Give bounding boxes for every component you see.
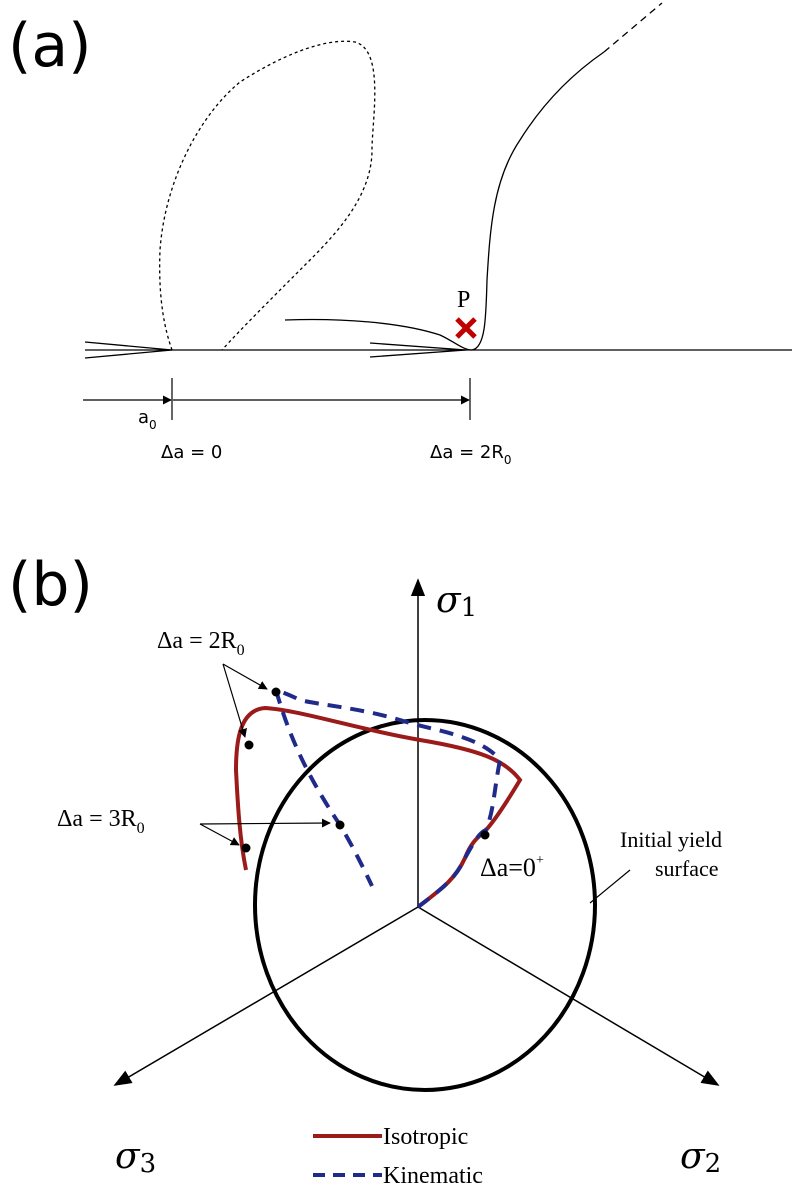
axis-sigma3-label: σ3 bbox=[115, 1136, 156, 1179]
da2-arrow-isotropic bbox=[222, 663, 247, 738]
da2-annotation: Δa = 2R0 bbox=[157, 628, 245, 659]
legend: Isotropic Kinematic bbox=[313, 1124, 483, 1189]
cross-stroke bbox=[455, 317, 477, 339]
kinematic-point-da3 bbox=[335, 820, 345, 830]
da3-annotation: Δa = 3R0 bbox=[57, 806, 145, 837]
point-da0plus bbox=[480, 830, 490, 840]
da3-arrow-kinematic bbox=[199, 818, 331, 828]
isotropic-point-da2 bbox=[244, 740, 254, 750]
axis-sigma1-label: σ1 bbox=[436, 580, 477, 623]
panel-b: (b) σ1 σ2 σ3 Initial yield surface Δa = … bbox=[8, 550, 722, 1189]
da0plus-annotation: Δa=0+ bbox=[480, 853, 544, 882]
initial-yield-surface bbox=[253, 718, 597, 1092]
legend-isotropic-label: Isotropic bbox=[383, 1124, 468, 1150]
active-plastic-zone bbox=[284, 51, 605, 351]
initial-plastic-zone bbox=[159, 40, 376, 351]
point-p-marker bbox=[455, 317, 477, 339]
point-p-label: P bbox=[457, 287, 470, 313]
axis-sigma2 bbox=[417, 906, 720, 1086]
a0-label: a0 bbox=[138, 407, 157, 432]
kinematic-point-da2 bbox=[271, 687, 281, 697]
panel-a-label: (a) bbox=[8, 11, 92, 81]
axis-sigma3 bbox=[113, 906, 419, 1086]
da3-arrow-isotropic bbox=[199, 823, 240, 846]
panel-a: (a) P a0 Δa = 0 Δa = 2R0 bbox=[8, 2, 792, 467]
plastic-zone-continuation bbox=[603, 2, 663, 53]
panel-b-label: (b) bbox=[8, 550, 93, 620]
da2-label: Δa = 2R0 bbox=[430, 442, 511, 467]
yield-label-line2: surface bbox=[655, 856, 719, 881]
da0-label: Δa = 0 bbox=[161, 442, 222, 463]
yield-label-line1: Initial yield bbox=[620, 827, 722, 852]
yield-surface-leader bbox=[589, 869, 631, 904]
isotropic-point-da3 bbox=[241, 843, 251, 853]
legend-kinematic-label: Kinematic bbox=[383, 1163, 483, 1189]
grown-crack-tip bbox=[369, 342, 467, 358]
kinematic-path-upper bbox=[275, 688, 503, 909]
kinematic-path-lower bbox=[274, 689, 374, 887]
axis-sigma2-label: σ2 bbox=[680, 1136, 721, 1179]
da2-arrow-kinematic bbox=[222, 663, 268, 690]
